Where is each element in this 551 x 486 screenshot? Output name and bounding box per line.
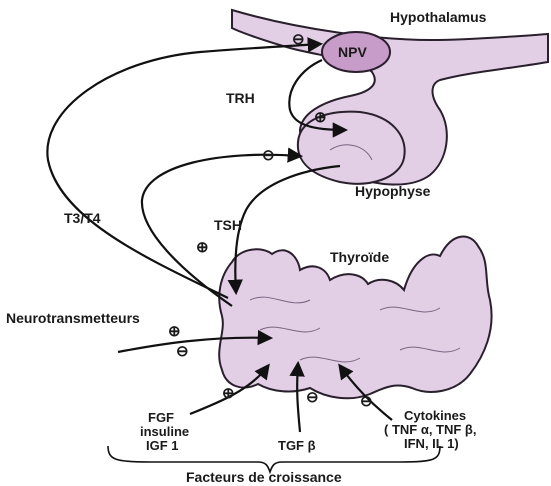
neurotransmetteurs-label: Neurotransmetteurs — [6, 310, 140, 326]
npv-feedback-sign: ⊖ — [292, 31, 305, 48]
cytokines-label-line3: IFN, IL 1) — [404, 436, 459, 451]
hypophyse-label: Hypophyse — [355, 183, 431, 199]
hypophyse-feedback-sign: ⊖ — [262, 147, 275, 164]
cytokines-minus-sign: ⊖ — [360, 393, 373, 410]
tgf-label: TGF β — [278, 438, 316, 453]
fgf-label-line3: IGF 1 — [146, 438, 179, 453]
t3t4-label: T3/T4 — [64, 210, 101, 226]
trh-stim-sign: ⊕ — [314, 109, 327, 126]
thyroide-label: Thyroïde — [330, 249, 389, 265]
cytokines-label-line1: Cytokines — [404, 408, 466, 423]
hypothalamus-label: Hypothalamus — [390, 9, 487, 25]
fgf-label-line1: FGF — [148, 410, 174, 425]
fgf-label-line2: insuline — [140, 424, 189, 439]
npv-label: NPV — [338, 44, 367, 60]
tsh-stim-sign: ⊕ — [196, 239, 209, 256]
neuro-plus-sign: ⊕ — [168, 323, 181, 340]
tgf-minus-sign: ⊖ — [306, 389, 319, 406]
neuro-minus-sign: ⊖ — [176, 343, 189, 360]
trh-label: TRH — [226, 90, 255, 106]
tsh-label: TSH — [214, 217, 242, 233]
facteurs-label: Facteurs de croissance — [186, 469, 342, 485]
fgf-plus-sign: ⊕ — [222, 385, 235, 402]
cytokines-label-line2: ( TNF α, TNF β, — [384, 422, 476, 437]
